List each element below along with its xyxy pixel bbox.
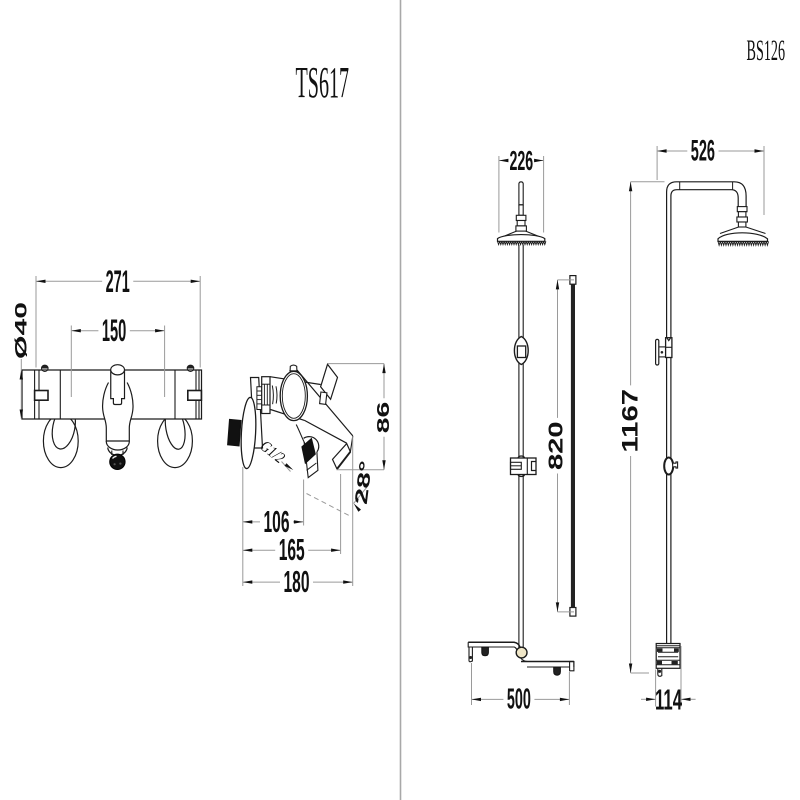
svg-text:165: 165 [279, 533, 305, 567]
svg-text:Ø40: Ø40 [12, 302, 31, 359]
svg-text:BS126: BS126 [747, 34, 786, 67]
svg-text:526: 526 [691, 135, 715, 168]
svg-text:180: 180 [284, 565, 310, 599]
svg-text:271: 271 [106, 264, 130, 299]
svg-text:500: 500 [507, 683, 531, 715]
svg-text:114: 114 [655, 683, 682, 715]
svg-text:106: 106 [264, 505, 290, 539]
svg-text:TS617: TS617 [296, 58, 350, 107]
svg-text:150: 150 [102, 313, 126, 348]
svg-text:820: 820 [546, 421, 568, 470]
svg-text:226: 226 [509, 145, 533, 176]
svg-text:1167: 1167 [617, 389, 642, 453]
svg-text:86: 86 [373, 401, 393, 433]
